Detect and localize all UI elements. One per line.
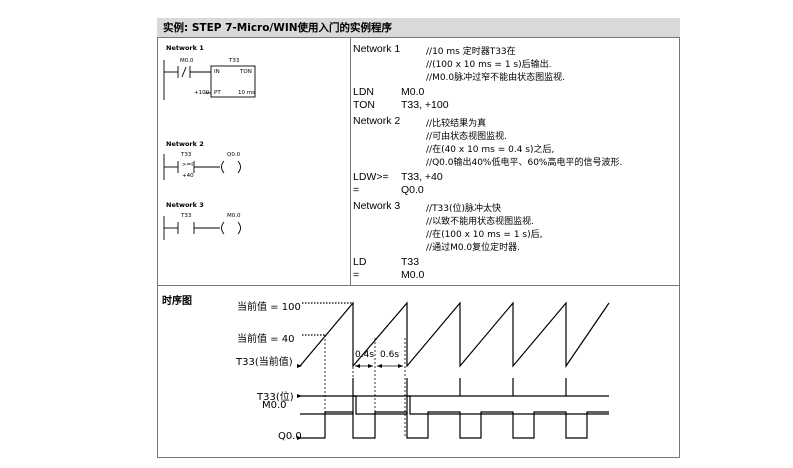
ladder-net3-coil: M0.0 <box>227 213 241 219</box>
column-divider <box>350 38 351 285</box>
stl-net1-arg-1: M0.0 <box>401 86 425 98</box>
stl-net3-op-1: LD <box>353 256 367 268</box>
label-current-40: 当前值 = 40 <box>237 334 295 345</box>
ladder-net2-cmp: >=I <box>182 162 193 168</box>
label-t33-current: T33(当前值) <box>236 357 293 368</box>
stl-net2-comment-3: //在(40 x 10 ms = 0.4 s)之后, <box>426 145 555 155</box>
ladder-net1-in: IN <box>214 69 220 75</box>
ladder-network-3-title: Network 3 <box>166 201 204 209</box>
stl-net1-arg-2: T33, +100 <box>401 99 449 111</box>
stl-net2-comment-1: //比较结果为真 <box>426 119 487 129</box>
stl-net2-arg-2: Q0.0 <box>401 184 424 196</box>
dim-04s: 0.4s <box>355 350 375 360</box>
ladder-network-1-title: Network 1 <box>166 44 204 52</box>
ladder-net2-coil: Q0.0 <box>227 152 241 158</box>
stl-net3-comment-4: //通过M0.0复位定时器. <box>426 243 521 253</box>
stl-net2-op-2: = <box>353 184 360 196</box>
stl-net3-arg-1: T33 <box>401 256 420 268</box>
stl-net2-arg-1: T33, +40 <box>401 171 443 183</box>
label-current-100: 当前值 = 100 <box>237 302 301 313</box>
stl-net1-comment-3: //M0.0脉冲过窄不能由状态图监视. <box>426 73 566 83</box>
stl-net1-comment-2: //(100 x 10 ms = 1 s)后输出. <box>426 60 552 70</box>
ladder-net3-t33: T33 <box>181 213 192 219</box>
stl-net3-arg-2: M0.0 <box>401 269 425 281</box>
ladder-network-2-title: Network 2 <box>166 140 204 148</box>
ladder-net1-contact-label: M0.0 <box>180 58 194 64</box>
dim-06s: 0.6s <box>380 350 400 360</box>
stl-net2-comment-4: //Q0.0输出40%低电平、60%高电平的信号波形. <box>426 158 623 168</box>
label-q00: Q0.0 <box>278 431 302 442</box>
stl-net2-op-1: LDW>= <box>353 171 389 183</box>
example-title: 实例: STEP 7-Micro/WIN使用入门的实例程序 <box>157 18 680 38</box>
label-t33-bit: T33(位) <box>257 392 294 403</box>
timing-title: 时序图 <box>162 296 192 307</box>
stl-net3-label: Network 3 <box>353 200 401 212</box>
ladder-net2-t33: T33 <box>181 152 192 158</box>
stl-net3-comment-2: //以致不能用状态视图监视. <box>426 217 534 227</box>
example-frame <box>157 18 680 458</box>
stl-net1-op-1: LDN <box>353 86 375 98</box>
ladder-net2-pv: +40 <box>182 173 194 179</box>
stl-net3-comment-1: //T33(位)脉冲太快 <box>426 204 502 214</box>
ladder-net1-pt: PT <box>214 90 221 96</box>
ladder-net1-pv: +100 <box>194 90 210 96</box>
stl-net2-label: Network 2 <box>353 115 401 127</box>
stl-net1-op-2: TON <box>353 99 375 111</box>
section-divider <box>157 285 680 286</box>
stl-net3-comment-3: //在(100 x 10 ms = 1 s)后, <box>426 230 543 240</box>
stl-net2-comment-2: //可由状态视图监视. <box>426 132 507 142</box>
ladder-net1-timer-label: T33 <box>229 58 240 64</box>
stl-net3-op-2: = <box>353 269 360 281</box>
label-m00: M0.0 <box>262 400 287 411</box>
ladder-net1-base: 10 ms <box>238 90 255 96</box>
ladder-net1-ton: TON <box>240 69 252 75</box>
stl-net1-label: Network 1 <box>353 43 401 55</box>
stl-net1-comment-1: //10 ms 定时器T33在 <box>426 47 516 57</box>
